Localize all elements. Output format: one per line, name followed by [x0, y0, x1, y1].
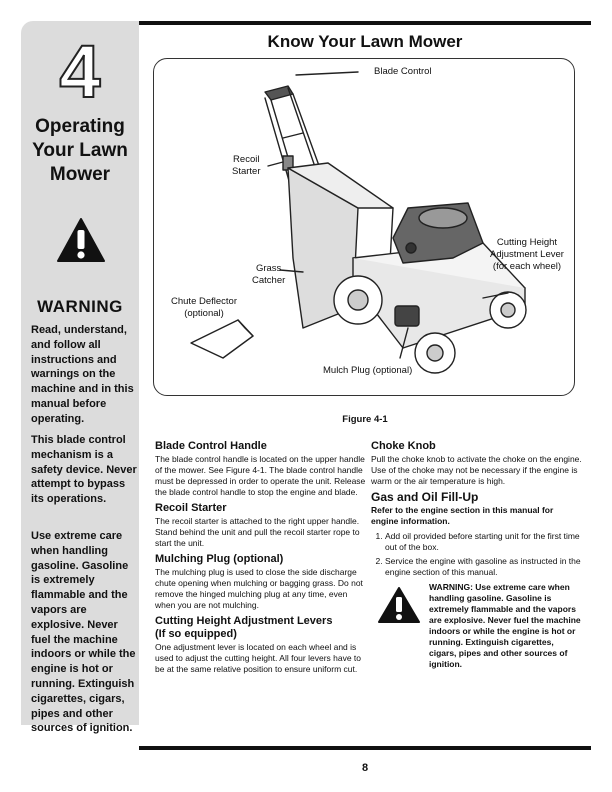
- right-column: Choke Knob Pull the choke knob to activa…: [371, 440, 583, 670]
- section-text: The mulching plug is used to close the s…: [155, 567, 363, 610]
- left-column: Blade Control Handle The blade control h…: [155, 440, 367, 679]
- warning-label: WARNING: [37, 297, 123, 316]
- chapter-sidebar: 4 Operating Your Lawn Mower WARNING Read…: [21, 21, 139, 734]
- chapter-title: Operating Your Lawn Mower: [25, 115, 135, 187]
- choke-text: Pull the choke knob to activate the chok…: [371, 454, 582, 486]
- callout-chute-deflector: Chute Deflector (optional): [171, 296, 238, 319]
- list-item: Service the engine with gasoline as inst…: [385, 556, 583, 578]
- gas-intro: Refer to the engine section in this manu…: [371, 505, 554, 526]
- chapter-title-line: Operating: [35, 116, 125, 137]
- bottom-rule: [139, 746, 591, 750]
- section-heading: Cutting Height Adjustment Levers (If so …: [155, 615, 333, 640]
- callout-recoil-starter: Recoil Starter: [232, 154, 261, 177]
- callout-mulch-plug: Mulch Plug (optional): [323, 365, 413, 376]
- figure-frame: [153, 58, 575, 396]
- section-heading: Recoil Starter: [155, 502, 227, 514]
- warning-paragraph: This blade control mechanism is a safety…: [31, 434, 137, 506]
- section-text: One adjustment lever is located on each …: [155, 642, 362, 674]
- warning-paragraph: Use extreme care when handling gasoline.…: [31, 530, 136, 735]
- gas-heading: Gas and Oil Fill-Up: [371, 490, 479, 504]
- page-title: Know Your Lawn Mower: [267, 32, 463, 51]
- callout-blade-control: Blade Control: [374, 66, 432, 77]
- warning-text: WARNING: Use extreme care when handling …: [429, 582, 581, 669]
- top-rule: [139, 21, 591, 25]
- callout-grass-catcher: Grass Catcher: [252, 263, 286, 286]
- warning-paragraph: Read, understand, and follow all instruc…: [31, 324, 134, 425]
- warning-triangle-icon: [378, 587, 420, 623]
- list-item: Add oil provided before starting unit fo…: [385, 531, 583, 553]
- chapter-number: 4: [58, 30, 101, 113]
- lawn-mower-illustration: [190, 71, 527, 374]
- warning-triangle-icon: [57, 218, 105, 262]
- page-number: 8: [361, 762, 369, 774]
- section-heading: Mulching Plug (optional): [155, 553, 284, 565]
- chapter-title-line: Mower: [49, 164, 111, 185]
- chapter-title-line: Your Lawn: [32, 140, 128, 161]
- fill-up-steps: Add oil provided before starting unit fo…: [371, 531, 583, 578]
- section-heading: Blade Control Handle: [155, 440, 267, 452]
- section-text: The blade control handle is located on t…: [155, 454, 366, 497]
- callout-cutting-height: Cutting Height Adjustment Lever (for eac…: [490, 237, 564, 272]
- choke-heading: Choke Knob: [371, 440, 436, 452]
- gasoline-warning: WARNING: Use extreme care when handling …: [371, 582, 583, 670]
- section-text: The recoil starter is attached to the ri…: [155, 516, 360, 548]
- figure-caption: Figure 4-1: [342, 414, 388, 425]
